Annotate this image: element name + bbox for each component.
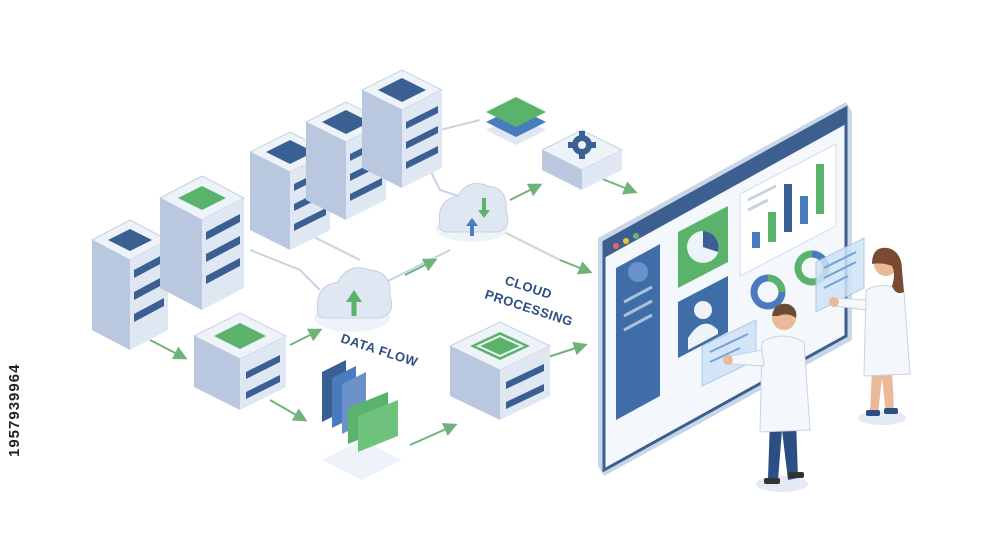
flow-arrows: [149, 177, 638, 446]
server-rack-icon: [360, 69, 444, 188]
database-layers-icon: [486, 97, 546, 145]
server-rack-icon: [90, 219, 170, 350]
side-id-text: 1957939964: [6, 363, 23, 457]
user-profile-icon: [678, 276, 728, 358]
cloud-download-icon: [436, 183, 509, 242]
server-rack-icon: [192, 312, 288, 410]
file-stack-icon: [322, 360, 402, 480]
floating-data-cards: [701, 237, 865, 387]
scientist-man-figure: [723, 303, 811, 492]
server-rack-icon: [158, 175, 246, 310]
server-rack-icon: [448, 321, 552, 420]
dashboard-monitor: [598, 102, 852, 476]
scientist-woman-figure: [829, 247, 911, 425]
cloud-upload-icon: [314, 267, 393, 332]
bar-chart-icon: [739, 143, 837, 277]
data-flow-label: DATA FLOW: [339, 331, 420, 370]
pie-chart-icon: [678, 206, 728, 288]
gear-icon: [540, 129, 624, 190]
